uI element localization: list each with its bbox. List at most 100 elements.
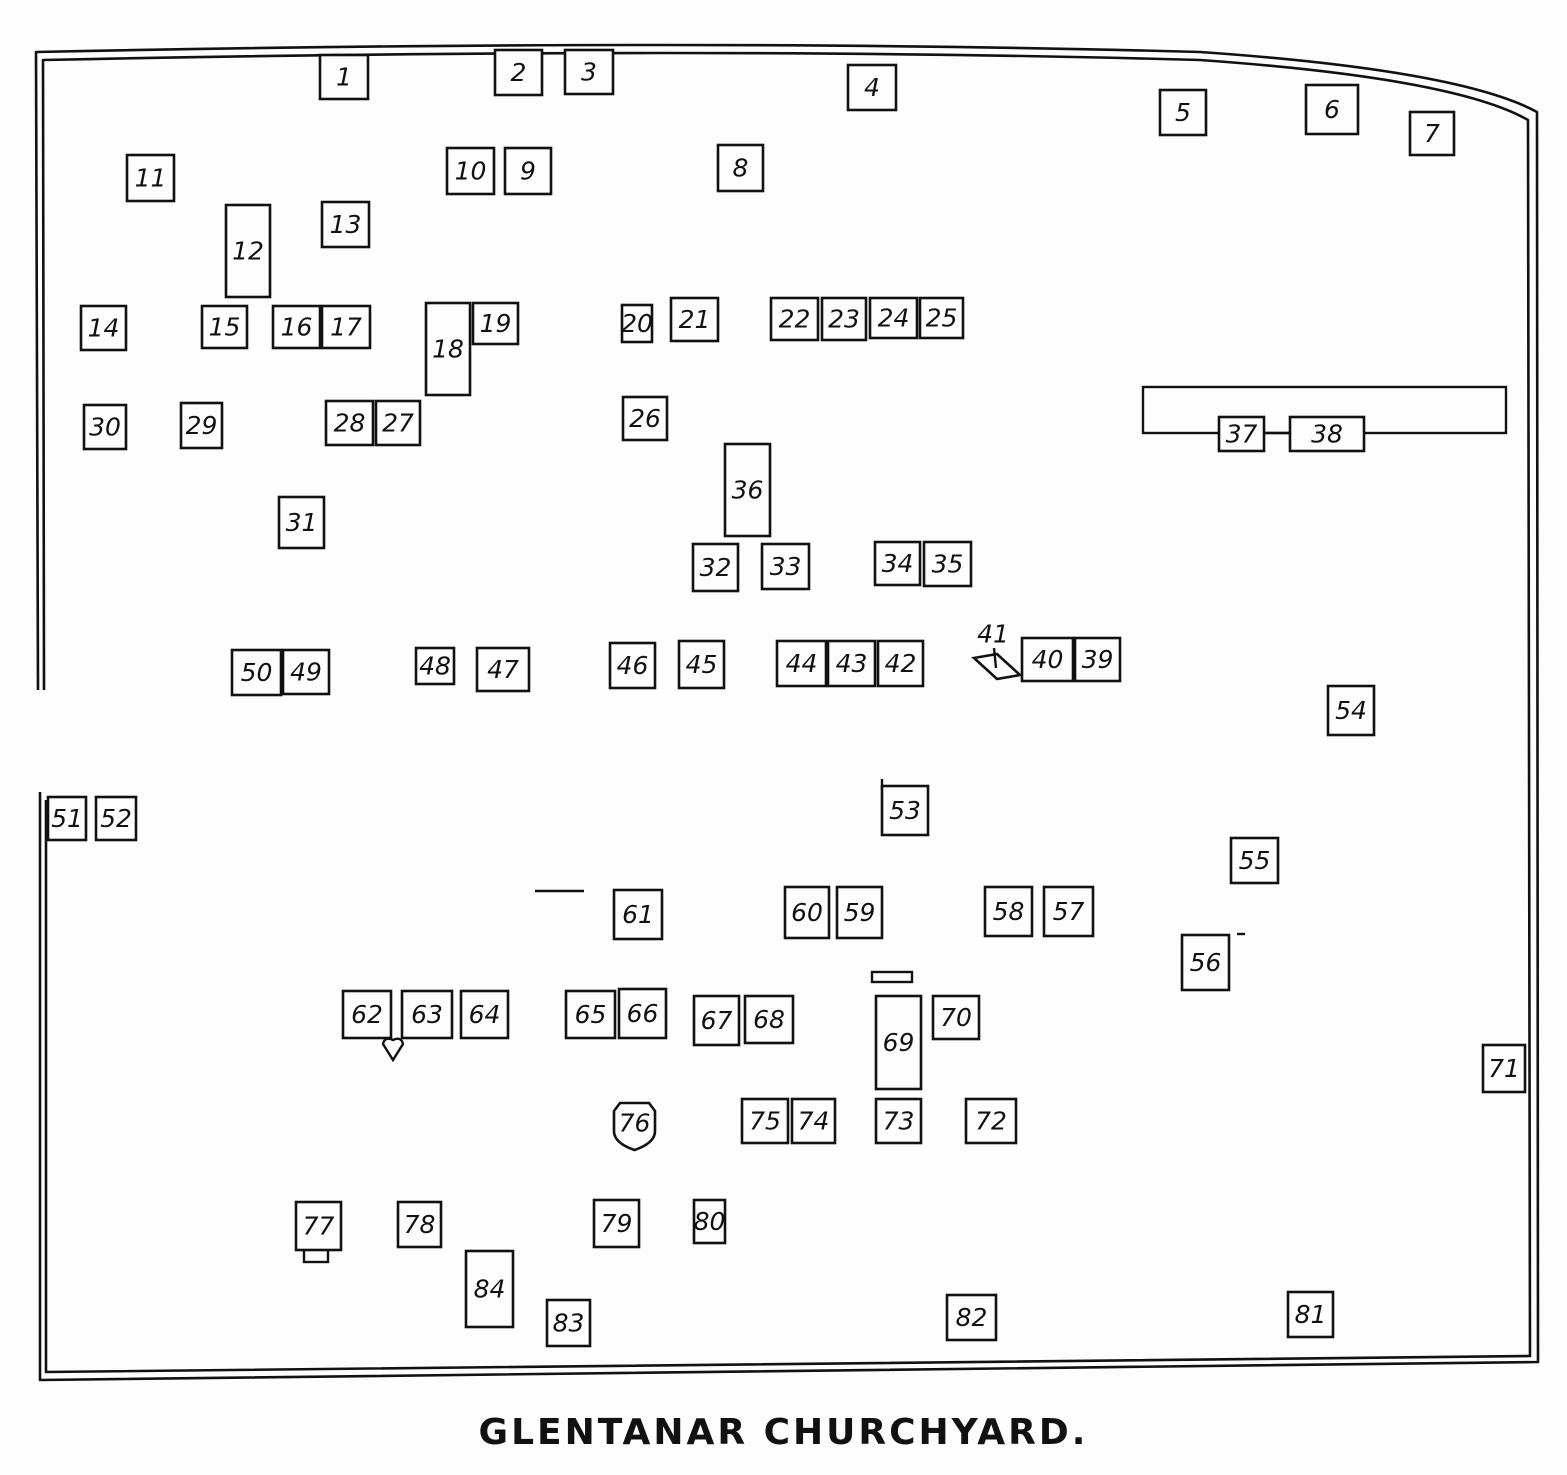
plot-2-outline bbox=[493, 48, 544, 97]
plot-27-outline bbox=[374, 399, 422, 447]
plot-label: 45 bbox=[686, 650, 718, 679]
plot-6-outline bbox=[1304, 83, 1360, 136]
plot-66: 66 bbox=[617, 987, 668, 1040]
plot-64-outline bbox=[459, 989, 510, 1040]
plot-60: 60 bbox=[783, 885, 831, 940]
plot-30-outline bbox=[82, 403, 128, 451]
plot-79: 79 bbox=[592, 1198, 641, 1249]
plot-40: 40 bbox=[1020, 636, 1075, 683]
plot-label: 36 bbox=[732, 476, 764, 505]
plot-29-outline bbox=[179, 401, 224, 450]
plot-7: 7 bbox=[1408, 110, 1456, 157]
stone-marker bbox=[870, 970, 914, 984]
plot-9-outline bbox=[503, 146, 553, 196]
plot-label: 82 bbox=[956, 1303, 988, 1332]
plot-71: 71 bbox=[1481, 1043, 1527, 1094]
plot-label: 72 bbox=[975, 1107, 1007, 1136]
plot-58: 58 bbox=[983, 885, 1034, 938]
plot-73: 73 bbox=[874, 1097, 923, 1145]
plot-label: 54 bbox=[1335, 696, 1367, 725]
plot-label: 78 bbox=[404, 1210, 436, 1239]
plot-62: 62 bbox=[341, 989, 393, 1040]
plot-label: 73 bbox=[883, 1107, 915, 1136]
plot-label: 77 bbox=[303, 1212, 335, 1241]
plot-label: 61 bbox=[622, 900, 654, 929]
plot-label: 38 bbox=[1311, 420, 1343, 449]
plot-34-outline bbox=[873, 540, 922, 587]
plot-14-outline bbox=[79, 304, 128, 352]
plot-label: 79 bbox=[601, 1209, 633, 1238]
plot-12-outline bbox=[224, 203, 272, 299]
plot-54-outline bbox=[1326, 684, 1376, 737]
plot-58-outline bbox=[983, 885, 1034, 938]
plot-label: 12 bbox=[232, 237, 264, 266]
plot-43-outline bbox=[826, 639, 877, 688]
plot-30: 30 bbox=[82, 403, 128, 451]
plot-59: 59 bbox=[835, 885, 884, 940]
plot-68-outline bbox=[743, 994, 795, 1045]
plot-label: 5 bbox=[1175, 98, 1191, 127]
plot-16: 16 bbox=[271, 304, 322, 350]
plot-78: 78 bbox=[396, 1200, 443, 1249]
plot-26-outline bbox=[621, 395, 669, 442]
plot-77-outline bbox=[294, 1200, 343, 1252]
plot-label: 57 bbox=[1053, 897, 1085, 926]
plot-61-outline bbox=[612, 888, 664, 941]
plot-42: 42 bbox=[876, 639, 925, 688]
plot-15: 15 bbox=[200, 304, 249, 350]
plot-22-outline bbox=[769, 296, 820, 342]
plot-71-outline bbox=[1481, 1043, 1527, 1094]
plot-24-outline bbox=[868, 296, 919, 340]
plot-32: 32 bbox=[691, 542, 740, 593]
plot-83-outline bbox=[545, 1298, 592, 1348]
plot-21-outline bbox=[669, 296, 720, 343]
plot-40-outline bbox=[1020, 636, 1075, 683]
plot-label: 55 bbox=[1239, 846, 1271, 875]
plot-66-outline bbox=[617, 987, 668, 1040]
plot-4: 4 bbox=[846, 63, 898, 112]
plot-29: 29 bbox=[179, 401, 224, 450]
plot-label: 50 bbox=[241, 658, 273, 687]
plot-11-outline bbox=[125, 153, 176, 203]
plot-64: 64 bbox=[459, 989, 510, 1040]
plot-84: 84 bbox=[464, 1249, 515, 1329]
plot-label: 6 bbox=[1324, 95, 1340, 124]
plot-label: 20 bbox=[621, 309, 653, 338]
plot-1: 1 bbox=[318, 53, 370, 101]
plot-82: 82 bbox=[945, 1293, 998, 1342]
plot-82-outline bbox=[945, 1293, 998, 1342]
plot-19: 19 bbox=[471, 301, 520, 346]
plot-label: 49 bbox=[290, 658, 322, 687]
plot-13: 13 bbox=[320, 200, 371, 249]
plot-label: 18 bbox=[432, 335, 464, 364]
plot-3: 3 bbox=[563, 48, 615, 96]
plot-57-outline bbox=[1042, 885, 1095, 938]
plot-8-outline bbox=[716, 143, 765, 193]
plot-69-outline bbox=[874, 994, 923, 1091]
plot-65: 65 bbox=[564, 989, 617, 1040]
plot-52-outline bbox=[94, 795, 138, 842]
plan-title: GLENTANAR CHURCHYARD. bbox=[478, 1412, 1089, 1453]
plot-21: 21 bbox=[669, 296, 720, 343]
plot-18: 18 bbox=[424, 301, 472, 397]
plot-36-outline bbox=[723, 442, 772, 538]
plot-52: 52 bbox=[94, 795, 138, 842]
plot-label: 32 bbox=[700, 553, 732, 582]
plot-label: 69 bbox=[883, 1028, 915, 1057]
plot-35: 35 bbox=[922, 540, 973, 588]
plot-20: 20 bbox=[620, 303, 654, 344]
plot-79-outline bbox=[592, 1198, 641, 1249]
plot-61: 61 bbox=[612, 888, 664, 941]
plot-67-outline bbox=[692, 994, 741, 1047]
plot-23-outline bbox=[820, 296, 868, 342]
plot-84-outline bbox=[464, 1249, 515, 1329]
plot-68: 68 bbox=[743, 994, 795, 1045]
plot-label: 60 bbox=[791, 898, 823, 927]
plot-5: 5 bbox=[1158, 88, 1208, 137]
plot-81: 81 bbox=[1286, 1290, 1335, 1339]
plot-76: 76 bbox=[612, 1101, 657, 1152]
plot-72: 72 bbox=[964, 1097, 1018, 1145]
plot-label: 21 bbox=[679, 305, 711, 334]
churchyard-wall-outer bbox=[34, 43, 1540, 1382]
